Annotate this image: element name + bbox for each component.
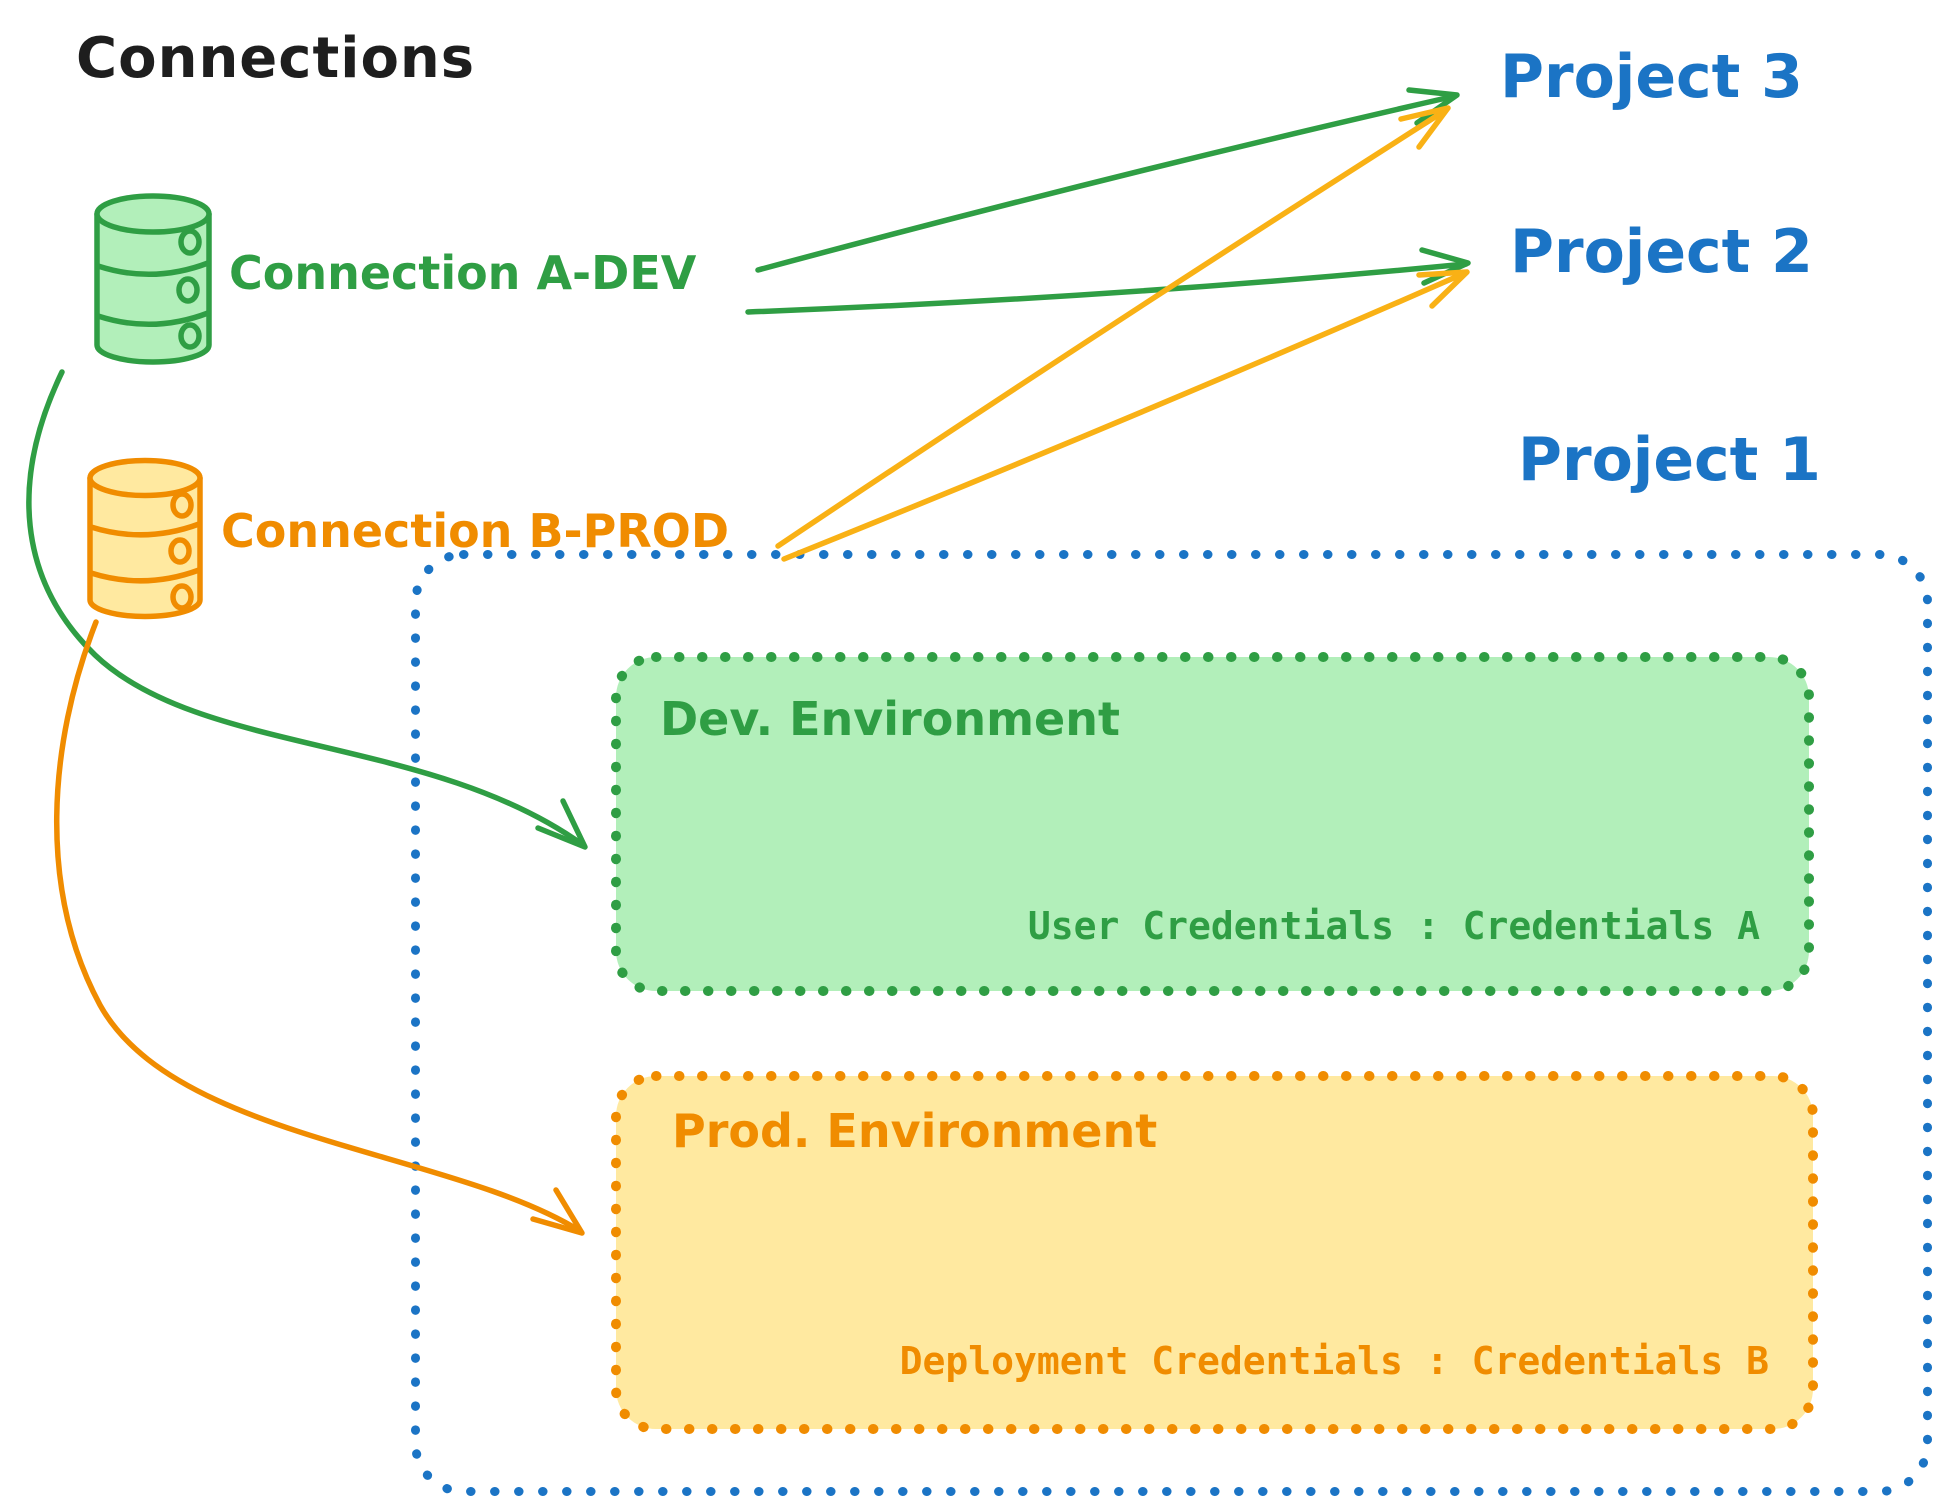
- arrow-b-prod-to-project-3: [775, 107, 1449, 549]
- dev-environment-box: [611, 652, 1814, 996]
- arrow-a-dev-to-project-3: [755, 93, 1458, 273]
- project-3-label: Project 3: [1500, 42, 1803, 112]
- arrow-a-dev-to-dev-environment: [26, 369, 586, 848]
- prod-environment-title: Prod. Environment: [672, 1104, 1158, 1158]
- database-icon-b-prod: [87, 457, 203, 620]
- database-icon-a-dev: [94, 193, 212, 365]
- arrowhead-b-prod-project-3: [1398, 105, 1451, 150]
- project-1-container-box: [411, 550, 1932, 1496]
- diagram-title: Connections: [76, 26, 476, 91]
- arrow-a-dev-to-project-2: [745, 261, 1469, 315]
- arrowhead-dev-environment: [535, 798, 588, 850]
- arrow-b-prod-to-project-2: [781, 270, 1468, 562]
- arrow-b-prod-to-prod-environment: [53, 619, 583, 1234]
- dev-environment-title: Dev. Environment: [660, 692, 1120, 746]
- connection-b-prod-label: Connection B-PROD: [221, 504, 730, 558]
- prod-environment-box: [611, 1071, 1818, 1434]
- project-1-label: Project 1: [1518, 425, 1821, 495]
- connection-a-dev-label: Connection A-DEV: [229, 246, 697, 300]
- dev-environment-credentials: User Credentials : Credentials A: [1027, 904, 1760, 948]
- project-2-label: Project 2: [1510, 217, 1813, 287]
- arrowhead-b-prod-project-2: [1416, 269, 1470, 309]
- prod-environment-credentials: Deployment Credentials : Credentials B: [899, 1339, 1769, 1383]
- arrowhead-prod-environment: [530, 1187, 585, 1236]
